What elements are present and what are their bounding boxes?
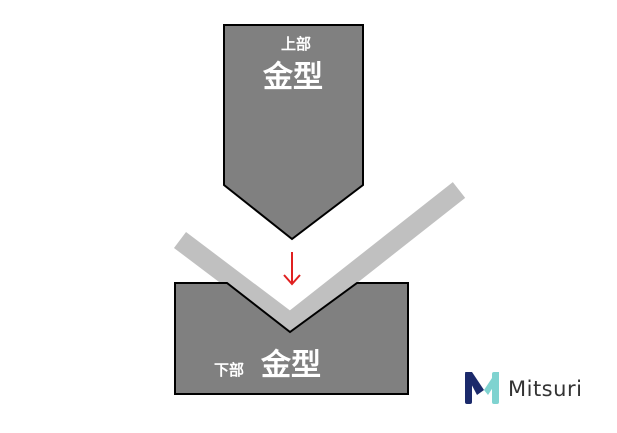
upper-die-position-label: 上部	[281, 35, 311, 53]
brand-name: Mitsuri	[508, 377, 582, 401]
lower-die-name-label: 金型	[260, 348, 321, 383]
m-logo-icon	[465, 372, 499, 404]
press-direction-arrow-icon	[283, 252, 301, 286]
upper-die-name-label: 金型	[262, 60, 323, 95]
upper-die	[223, 24, 364, 241]
lower-die	[174, 282, 409, 395]
sheet-metal-workpiece	[173, 182, 466, 336]
lower-die-position-label: 下部	[214, 361, 244, 379]
